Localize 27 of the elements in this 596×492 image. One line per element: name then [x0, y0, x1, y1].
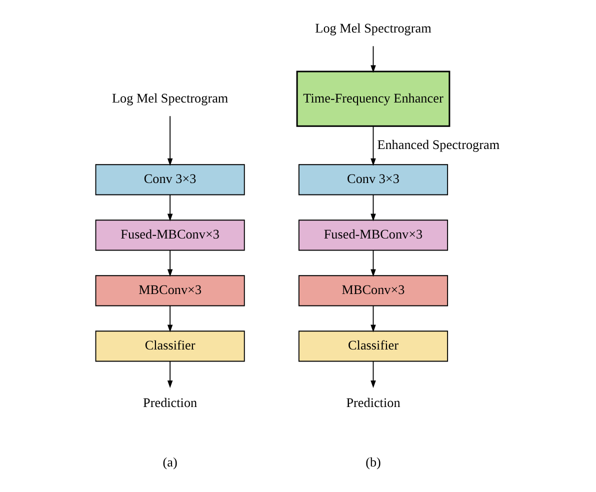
- node-box: Classifier: [95, 330, 245, 362]
- node-box: MBConv×3: [95, 275, 245, 306]
- arrow: [370, 306, 376, 332]
- node-box: MBConv×3: [298, 275, 448, 306]
- node-text: Log Mel Spectrogram: [315, 20, 432, 36]
- arrow: [370, 46, 376, 73]
- node-box: Fused-MBConv×3: [298, 220, 448, 251]
- node-text: Prediction: [143, 395, 198, 410]
- arrow: [370, 194, 376, 222]
- arrow: [370, 126, 376, 166]
- node-box: Conv 3×3: [95, 164, 245, 196]
- node-box: Fused-MBConv×3: [95, 220, 245, 251]
- node-text: Log Mel Spectrogram: [112, 90, 228, 106]
- node-box: Classifier: [298, 330, 448, 362]
- arrow: [370, 360, 376, 388]
- arrow: [167, 194, 173, 222]
- arrow: [167, 116, 173, 166]
- arrow: [167, 360, 173, 388]
- node-text: Prediction: [346, 395, 400, 410]
- label: (b): [366, 454, 381, 470]
- arrow: [370, 250, 376, 277]
- arrow: [167, 250, 173, 277]
- node-box: Time-Frequency Enhancer: [296, 70, 450, 127]
- edge-label: Enhanced Spectrogram: [377, 136, 500, 152]
- arrow: [167, 306, 173, 332]
- node-box: Conv 3×3: [298, 164, 448, 196]
- label: (a): [162, 454, 178, 470]
